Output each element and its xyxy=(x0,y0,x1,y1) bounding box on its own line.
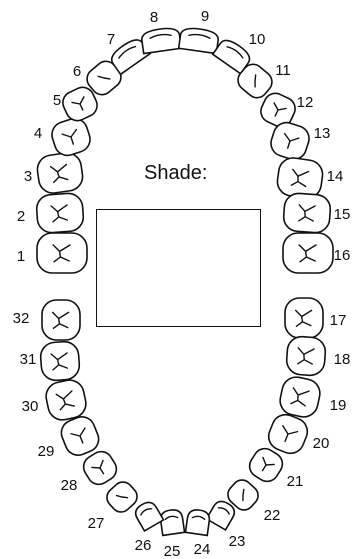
tooth-26[interactable] xyxy=(132,499,163,531)
tooth-3-crown xyxy=(36,151,85,195)
tooth-17[interactable] xyxy=(285,298,323,338)
tooth-25[interactable] xyxy=(159,509,184,536)
tooth-16-crown xyxy=(283,233,333,273)
tooth-18-crown xyxy=(286,336,327,377)
tooth-15-crown xyxy=(283,192,332,233)
tooth-30[interactable] xyxy=(43,377,88,422)
tooth-number-13: 13 xyxy=(314,125,331,142)
tooth-number-27: 27 xyxy=(88,515,105,532)
tooth-2[interactable] xyxy=(36,192,85,233)
tooth-24[interactable] xyxy=(185,509,210,536)
tooth-2-crown xyxy=(36,192,85,233)
tooth-number-1: 1 xyxy=(17,248,25,265)
tooth-9[interactable] xyxy=(179,26,220,53)
tooth-number-7: 7 xyxy=(107,31,115,48)
tooth-32-crown xyxy=(42,300,80,340)
shade-label: Shade: xyxy=(144,162,207,185)
shade-input-box[interactable] xyxy=(96,209,261,327)
tooth-number-8: 8 xyxy=(150,9,158,26)
tooth-number-15: 15 xyxy=(334,206,351,223)
tooth-31[interactable] xyxy=(40,341,81,382)
tooth-1[interactable] xyxy=(37,233,87,273)
tooth-number-10: 10 xyxy=(249,31,266,48)
tooth-number-2: 2 xyxy=(17,208,25,225)
tooth-number-23: 23 xyxy=(229,533,246,550)
tooth-13[interactable] xyxy=(268,119,313,162)
tooth-number-17: 17 xyxy=(330,312,347,329)
tooth-number-14: 14 xyxy=(327,168,344,185)
tooth-number-12: 12 xyxy=(297,94,314,111)
tooth-number-29: 29 xyxy=(38,443,55,460)
tooth-19[interactable] xyxy=(277,374,322,419)
tooth-8[interactable] xyxy=(141,26,182,53)
tooth-number-30: 30 xyxy=(22,398,39,415)
tooth-25-crown xyxy=(159,509,184,536)
tooth-3[interactable] xyxy=(36,151,85,195)
tooth-number-31: 31 xyxy=(20,351,37,368)
tooth-24-crown xyxy=(185,509,210,536)
tooth-31-crown xyxy=(40,341,81,382)
tooth-30-crown xyxy=(43,377,88,422)
tooth-number-4: 4 xyxy=(34,125,42,142)
tooth-number-19: 19 xyxy=(330,397,347,414)
tooth-number-20: 20 xyxy=(313,435,330,452)
tooth-number-5: 5 xyxy=(53,92,61,109)
tooth-number-32: 32 xyxy=(13,310,30,327)
tooth-8-crown xyxy=(141,26,182,53)
tooth-number-16: 16 xyxy=(334,247,351,264)
tooth-26-crown xyxy=(132,499,163,531)
tooth-number-26: 26 xyxy=(135,537,152,554)
tooth-4[interactable] xyxy=(49,115,94,158)
tooth-15[interactable] xyxy=(283,192,332,233)
tooth-18[interactable] xyxy=(286,336,327,377)
tooth-number-6: 6 xyxy=(73,63,81,80)
tooth-number-25: 25 xyxy=(164,543,181,559)
tooth-number-24: 24 xyxy=(194,541,211,558)
tooth-number-9: 9 xyxy=(201,8,209,25)
tooth-19-crown xyxy=(277,374,322,419)
tooth-number-18: 18 xyxy=(334,351,351,368)
tooth-17-crown xyxy=(285,298,323,338)
tooth-number-28: 28 xyxy=(61,477,78,494)
tooth-1-crown xyxy=(37,233,87,273)
tooth-number-22: 22 xyxy=(264,507,281,524)
tooth-16[interactable] xyxy=(283,233,333,273)
tooth-number-21: 21 xyxy=(287,473,304,490)
tooth-32[interactable] xyxy=(42,300,80,340)
tooth-number-3: 3 xyxy=(24,168,32,185)
tooth-9-crown xyxy=(179,26,220,53)
tooth-number-11: 11 xyxy=(275,62,291,79)
